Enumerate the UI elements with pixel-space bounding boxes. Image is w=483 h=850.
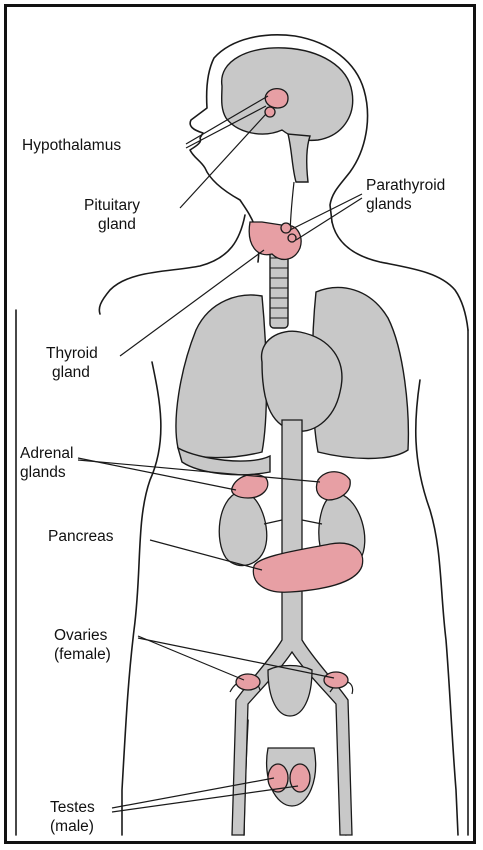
leader-parathyroid-1 xyxy=(290,194,362,230)
label-pancreas: Pancreas xyxy=(48,527,113,546)
heart xyxy=(262,331,342,431)
label-pituitary: Pituitary gland xyxy=(84,196,140,234)
brainstem xyxy=(288,134,310,182)
label-testes: Testes (male) xyxy=(50,798,95,836)
uterus xyxy=(268,666,312,717)
ovary-right xyxy=(324,672,348,688)
parathyroid-gland-2 xyxy=(288,234,296,242)
pituitary-gland xyxy=(265,107,275,117)
testis-right xyxy=(290,764,310,792)
lung-left xyxy=(176,295,266,458)
label-parathyroid: Parathyroid glands xyxy=(366,176,445,214)
hypothalamus-gland xyxy=(265,89,288,108)
label-adrenal: Adrenal glands xyxy=(20,444,73,482)
pancreas-gland xyxy=(253,543,362,592)
ovary-left xyxy=(236,674,260,690)
kidney-left xyxy=(219,492,267,566)
leader-testes-2 xyxy=(112,786,298,812)
leader-ovaries-1 xyxy=(138,636,244,680)
label-thyroid: Thyroid gland xyxy=(46,344,98,382)
leader-parathyroid-2 xyxy=(296,198,362,240)
adrenal-gland-left xyxy=(232,474,268,498)
label-ovaries: Ovaries (female) xyxy=(54,626,111,664)
torso-left xyxy=(122,362,161,835)
label-hypothalamus: Hypothalamus xyxy=(22,136,121,155)
parathyroid-gland-1 xyxy=(281,223,291,233)
torso-right xyxy=(416,380,458,835)
